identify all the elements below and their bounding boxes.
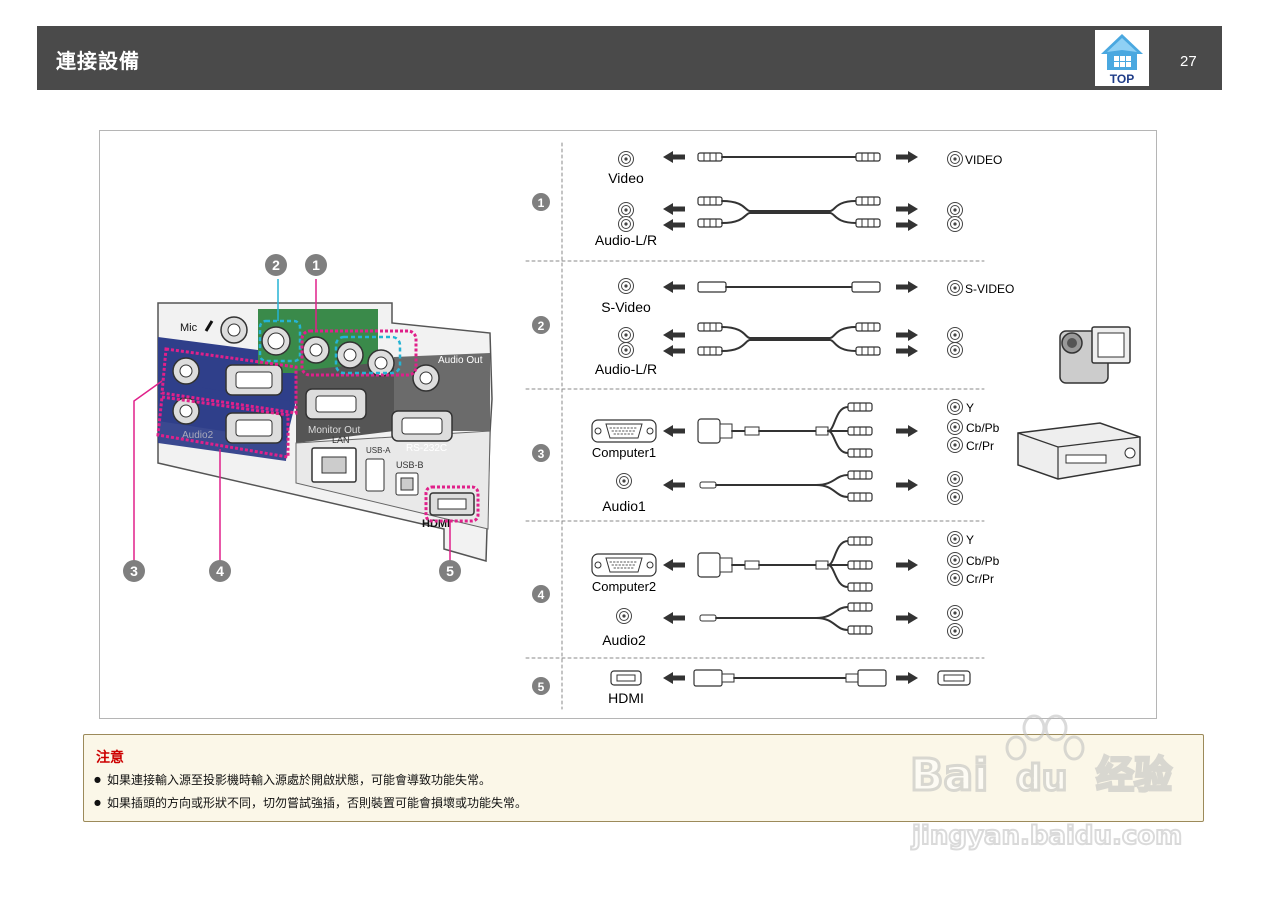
svg-text:HDMI: HDMI (422, 518, 450, 530)
svg-text:Audio2: Audio2 (602, 632, 646, 648)
svg-text:经验: 经验 (1096, 753, 1172, 797)
svg-text:Bai: Bai (910, 750, 988, 801)
svg-text:Computer1: Computer1 (592, 445, 656, 460)
svg-text:TOP: TOP (1110, 72, 1134, 86)
video-equipment-icon (1017, 422, 1141, 480)
svg-text:Computer2: Computer2 (592, 579, 656, 594)
connection-diagram: 1 2 3 4 5 Video VIDEO Audio-L/R S-Video (525, 142, 1141, 710)
top-link-button[interactable]: TOP (1095, 30, 1149, 86)
svg-text:1: 1 (538, 196, 545, 210)
page-title: 連接設備 (56, 49, 140, 73)
svg-text:2: 2 (272, 257, 280, 273)
home-icon: TOP (1095, 30, 1149, 86)
svg-text:5: 5 (446, 563, 454, 579)
svg-text:Cb/Pb: Cb/Pb (966, 421, 1000, 435)
svg-text:Monitor Out: Monitor Out (308, 425, 360, 436)
svg-text:4: 4 (538, 588, 545, 602)
page-header: 連接設備 TOP 27 (37, 26, 1222, 90)
callout-3: 3 (123, 560, 145, 582)
svg-text:du: du (1016, 758, 1067, 799)
svg-text:Y: Y (966, 401, 974, 415)
svg-text:HDMI: HDMI (608, 690, 644, 706)
svg-text:Cr/Pr: Cr/Pr (966, 439, 994, 453)
svg-text:Cr/Pr: Cr/Pr (966, 572, 994, 586)
svg-text:5: 5 (538, 680, 545, 694)
svg-text:Y: Y (966, 533, 974, 547)
svg-text:1: 1 (312, 257, 320, 273)
svg-text:Audio-L/R: Audio-L/R (595, 232, 657, 248)
svg-text:RS-232C: RS-232C (406, 443, 447, 454)
svg-text:2: 2 (538, 319, 545, 333)
svg-text:3: 3 (130, 563, 138, 579)
note-title: 注意 (96, 750, 124, 766)
svg-text:S-VIDEO: S-VIDEO (965, 282, 1014, 296)
svg-text:Video: Video (608, 170, 644, 186)
svg-text:USB-A: USB-A (366, 446, 391, 455)
svg-text:Audio2: Audio2 (182, 430, 214, 441)
callout-5: 5 (439, 560, 461, 582)
note-list: 如果連接輸入源至投影機時輸入源處於開啟狀態，可能會導致功能失常。 如果插頭的方向… (94, 771, 527, 817)
callout-4: 4 (209, 560, 231, 582)
callout-1: 1 (305, 254, 327, 276)
svg-text:S-Video: S-Video (601, 299, 651, 315)
camcorder-icon (1059, 326, 1131, 384)
callout-2: 2 (265, 254, 287, 276)
connection-figure: Mic Audio Out Audio2 Monitor Out (99, 130, 1157, 719)
baidu-watermark: Bai du 经验 jingyan.baidu.com (904, 712, 1210, 857)
svg-text:VIDEO: VIDEO (965, 153, 1002, 167)
note-item: 如果連接輸入源至投影機時輸入源處於開啟狀態，可能會導致功能失常。 (94, 771, 527, 788)
svg-text:Cb/Pb: Cb/Pb (966, 554, 1000, 568)
svg-text:USB-B: USB-B (396, 460, 424, 470)
svg-text:Audio-L/R: Audio-L/R (595, 361, 657, 377)
page-number: 27 (1180, 53, 1197, 70)
svg-text:Audio Out: Audio Out (438, 355, 483, 366)
svg-text:jingyan.baidu.com: jingyan.baidu.com (911, 821, 1182, 851)
svg-text:Mic: Mic (180, 322, 198, 334)
note-item: 如果插頭的方向或形狀不同，切勿嘗試強插，否則裝置可能會損壞或功能失常。 (94, 794, 527, 811)
svg-text:Audio1: Audio1 (602, 498, 646, 514)
caution-note: 注意 如果連接輸入源至投影機時輸入源處於開啟狀態，可能會導致功能失常。 如果插頭… (83, 734, 1204, 822)
svg-text:LAN: LAN (332, 435, 350, 445)
svg-text:3: 3 (538, 447, 545, 461)
svg-text:4: 4 (216, 563, 224, 579)
projector-port-panel: Mic Audio Out Audio2 Monitor Out (123, 254, 493, 582)
